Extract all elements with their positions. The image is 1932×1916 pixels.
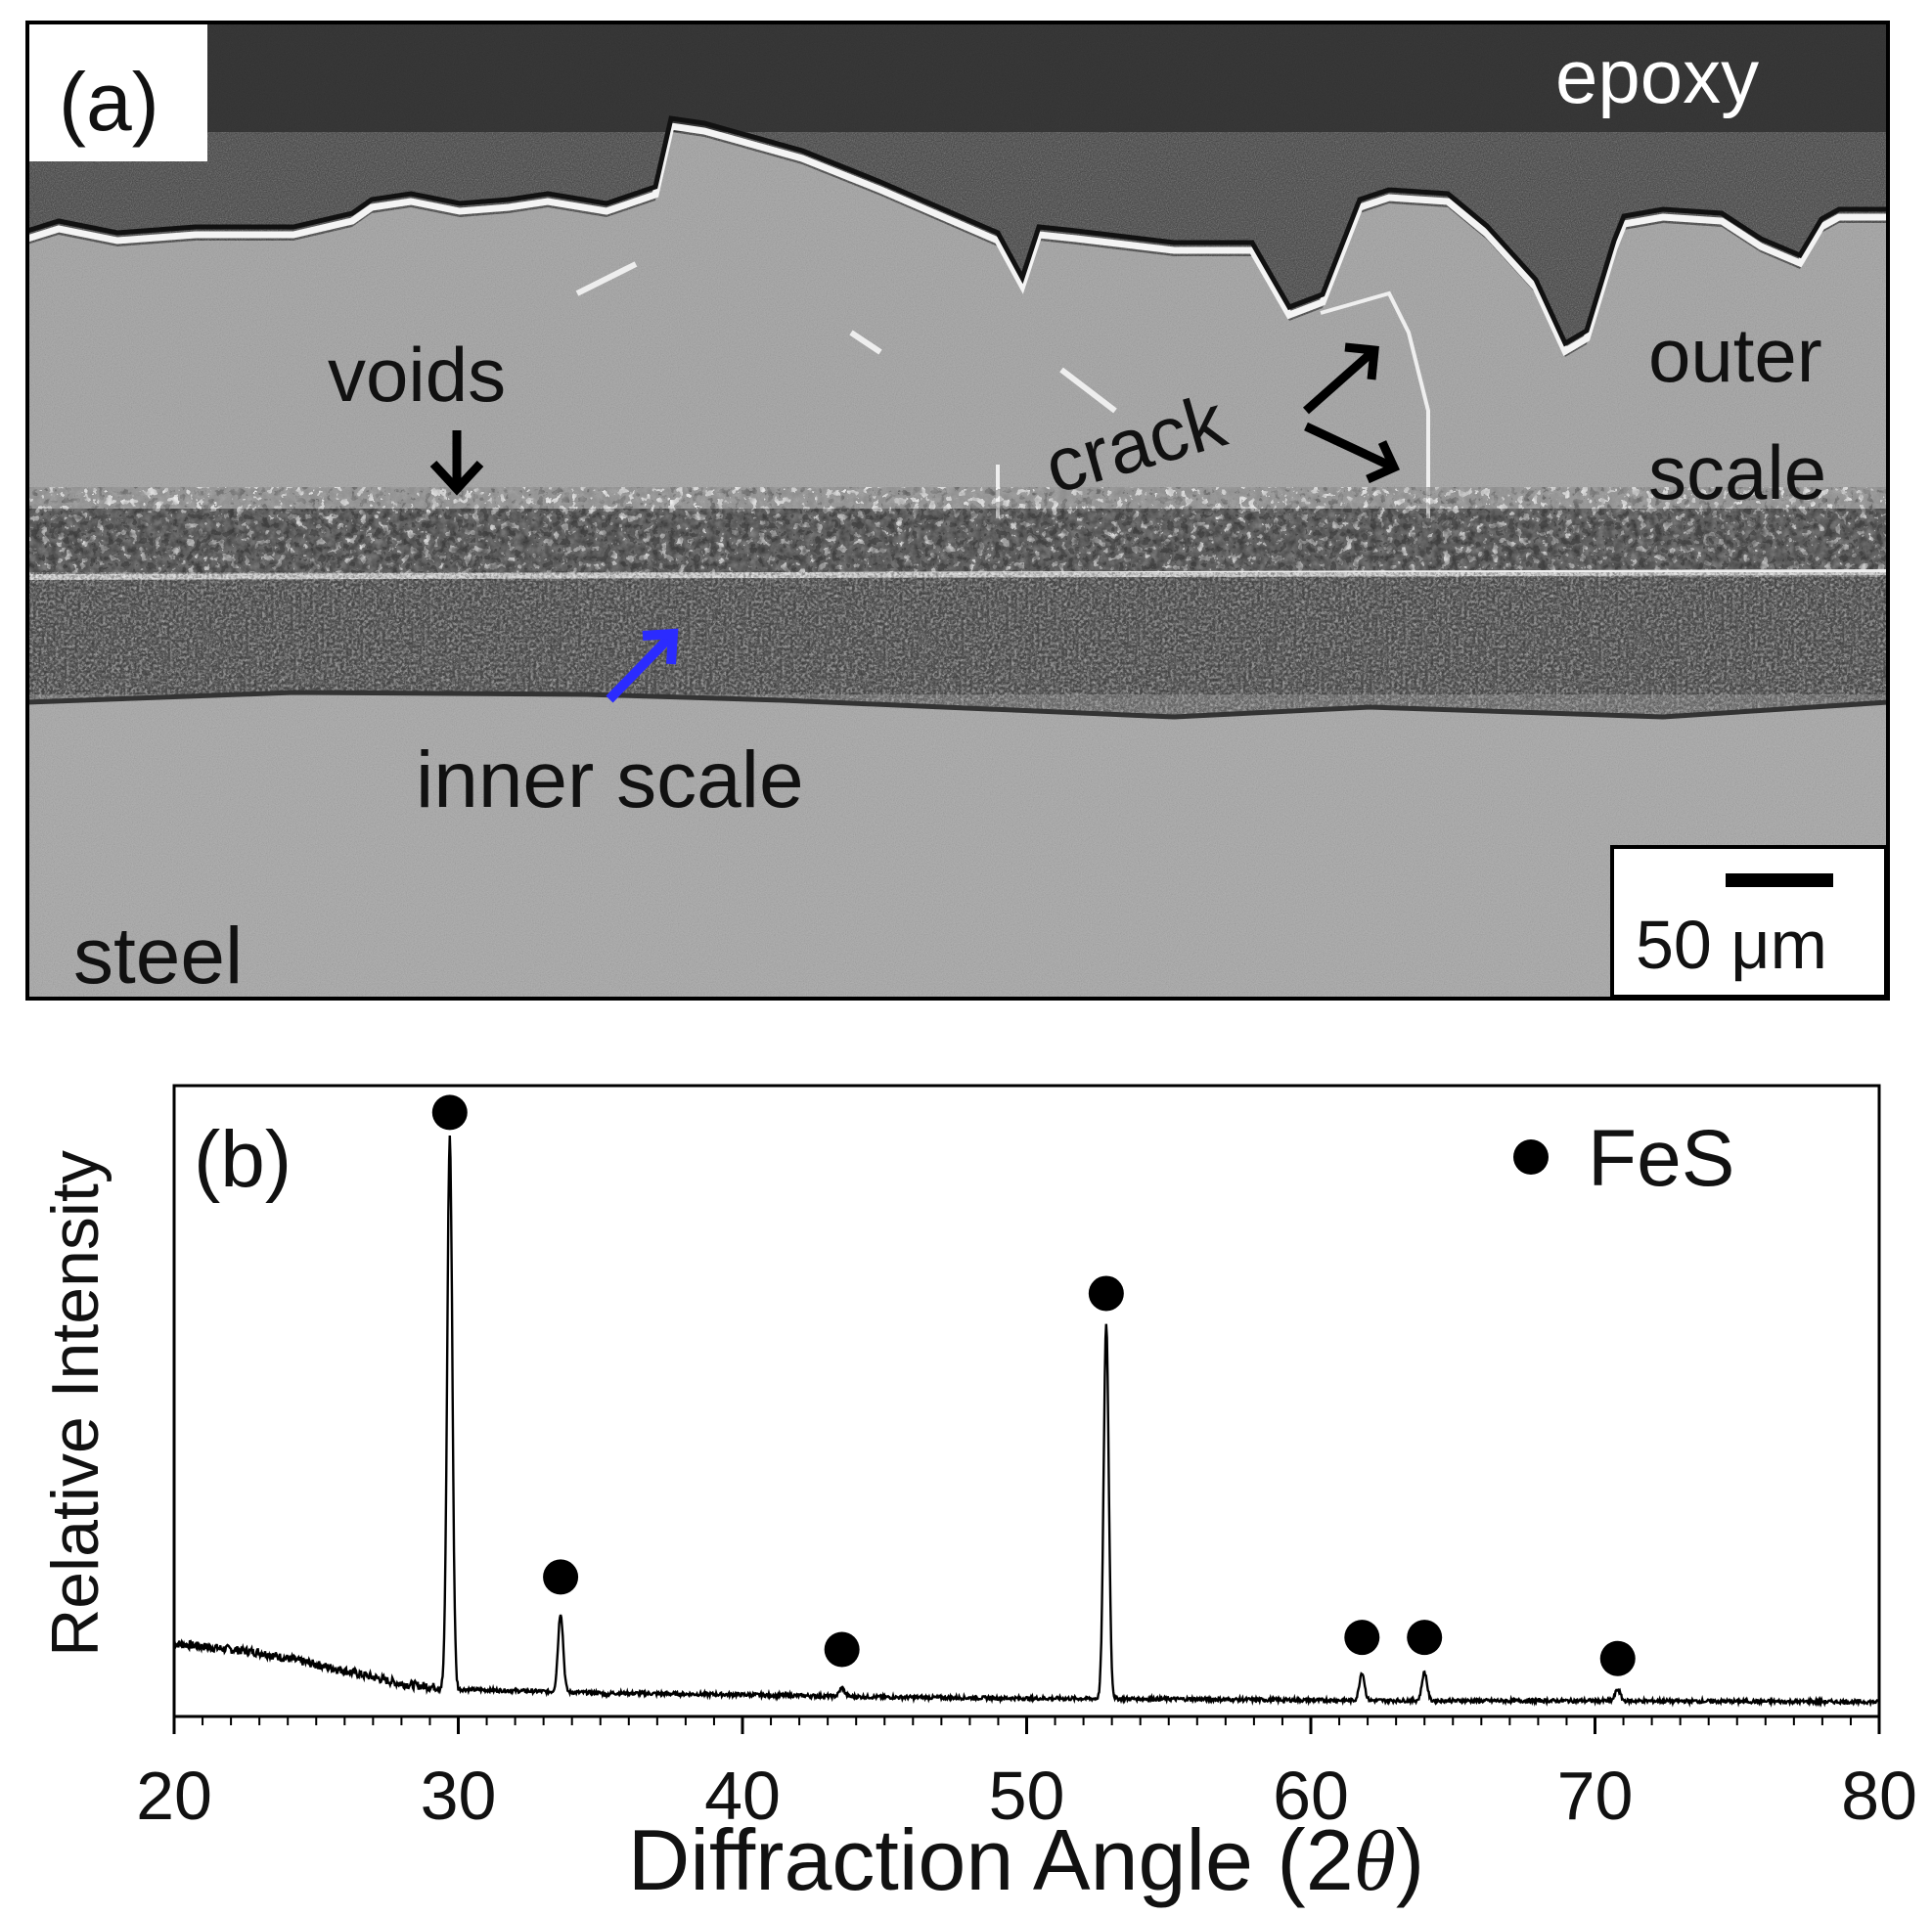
- panel-a-label: (a): [59, 56, 159, 148]
- fes-marker: [1599, 1640, 1636, 1676]
- x-tick-label: 80: [1841, 1758, 1917, 1834]
- x-tick-label: 30: [421, 1758, 497, 1834]
- x-tick-label: 50: [989, 1758, 1065, 1834]
- fes-marker: [824, 1631, 860, 1668]
- scale-bar-label: 50 μm: [1636, 907, 1827, 983]
- panel-a-micrograph: (a) epoxy outer scale voids crack inner …: [25, 21, 1890, 1001]
- fes-marker: [1344, 1620, 1380, 1656]
- fes-marker: [543, 1559, 579, 1595]
- voids-arrow: [429, 430, 484, 496]
- x-tick-label: 40: [704, 1758, 781, 1834]
- x-axis-ticks: [172, 1716, 1881, 1734]
- fes-marker: [1088, 1275, 1124, 1312]
- steel-label: steel: [73, 912, 243, 1001]
- scale-bar: 50 μm: [1610, 845, 1888, 999]
- x-tick-label: 70: [1557, 1758, 1634, 1834]
- xrd-pattern-line: [173, 1135, 1881, 1708]
- panel-b-label: (b): [194, 1115, 292, 1204]
- x-tick-label: 60: [1273, 1758, 1349, 1834]
- legend-marker-fes: [1513, 1139, 1549, 1175]
- plot-area: [172, 1084, 1881, 1718]
- legend: FeS: [1513, 1114, 1734, 1203]
- panel-b-chart: 20 30 40 50 60 70 80 (b) FeS Relative Intensit…: [38, 1084, 1917, 1909]
- fes-peak-markers: [431, 1094, 1636, 1676]
- x-axis-tick-labels: 20 30 40 50 60 70 80: [136, 1758, 1917, 1834]
- inner-scale-arrow: [606, 628, 679, 703]
- outer-scale-label-line1: outer: [1648, 312, 1822, 398]
- voids-label: voids: [328, 332, 506, 418]
- x-axis-label: Diffraction Angle (2θ): [628, 1811, 1424, 1909]
- x-tick-label: 20: [136, 1758, 212, 1834]
- y-axis-label: Relative Intensity: [38, 1150, 112, 1657]
- fes-marker: [431, 1094, 468, 1131]
- crack-arrows: [1303, 342, 1400, 484]
- outer-scale-label-line2: scale: [1648, 429, 1826, 515]
- panel-a-label-box: [29, 24, 207, 161]
- legend-label-fes: FeS: [1588, 1114, 1734, 1203]
- inner-scale-label: inner scale: [416, 735, 804, 824]
- epoxy-label: epoxy: [1555, 33, 1759, 119]
- fes-marker: [1407, 1620, 1443, 1656]
